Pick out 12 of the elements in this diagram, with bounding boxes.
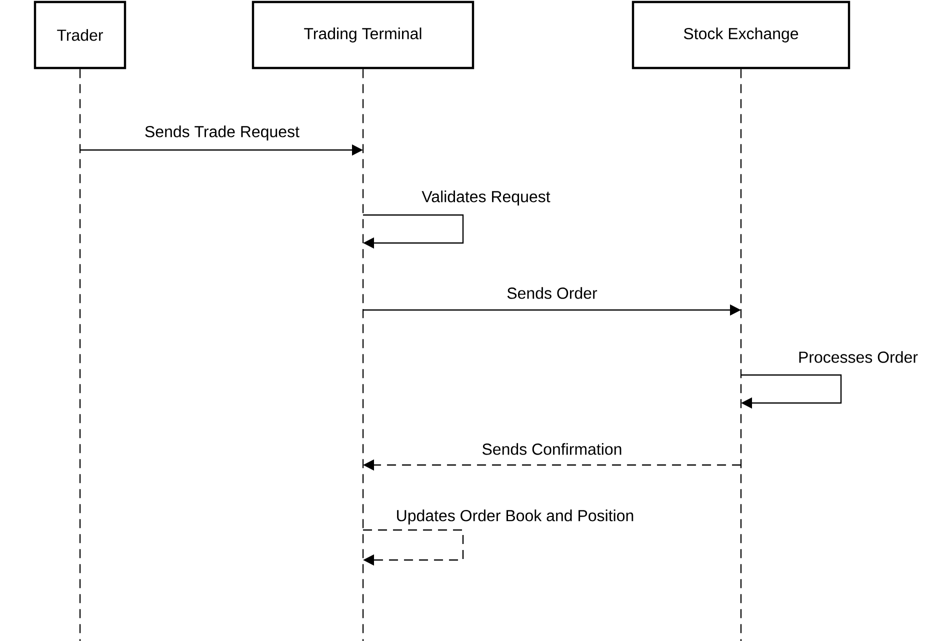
message-label: Sends Confirmation [480,442,624,456]
message-arrow [363,214,464,249]
message-label: Sends Trade Request [143,124,301,142]
message-label: Validates Request [420,190,552,206]
participant-box: Trading Terminal [252,0,474,70]
message-arrow [741,374,842,409]
participant-box: Stock Exchange [632,0,850,70]
message-label: Sends Order [506,286,598,300]
message-label: Processes Order [796,350,920,364]
message-arrow [363,529,464,566]
participant-box: Trader [34,0,126,70]
message-label: Updates Order Book and Position [394,508,636,526]
